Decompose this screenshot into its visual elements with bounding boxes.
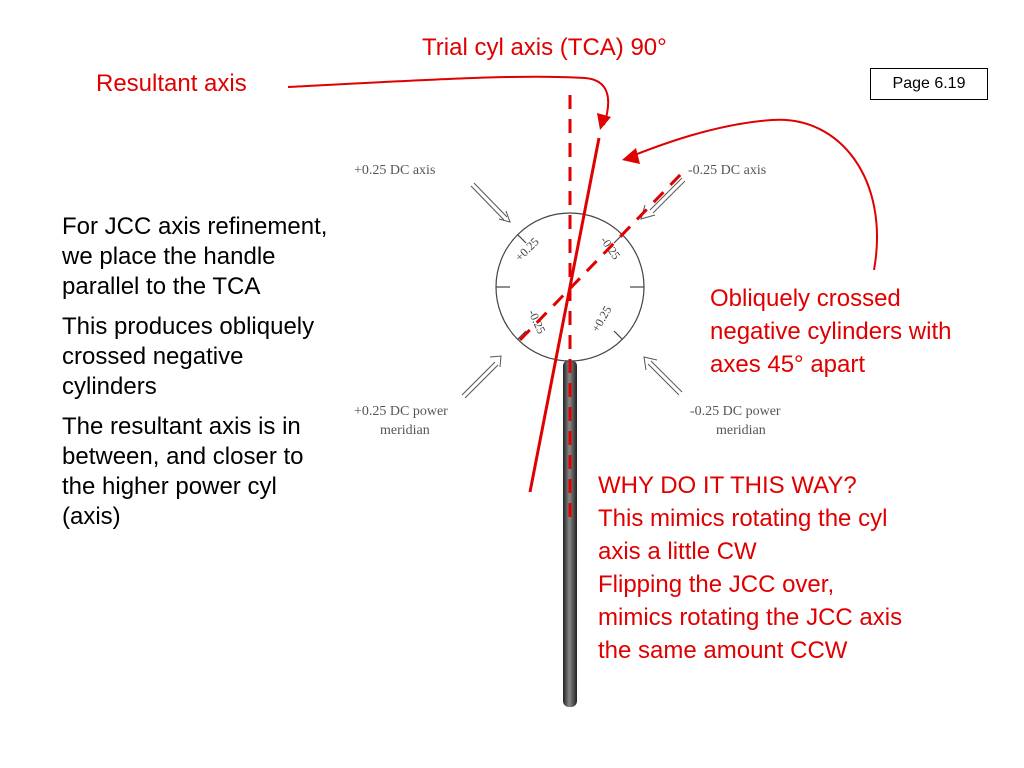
oblique-label: Obliquely crossed negative cylinders wit… — [710, 282, 951, 381]
arrow-plus-power — [461, 355, 502, 399]
why-this-way-text: WHY DO IT THIS WAY? This mimics rotating… — [598, 469, 902, 667]
label-minus-dc-power: -0.25 DC power — [690, 404, 781, 419]
oblique-arrowhead — [622, 148, 640, 164]
oblique-label-line-2: negative cylinders with — [710, 318, 952, 345]
resultant-axis-label: Resultant axis — [96, 70, 247, 97]
label-minus-dc-power-meridian: meridian — [716, 423, 766, 438]
why-line-4: Flipping the JCC over, — [598, 571, 835, 598]
page-number-box: Page 6.19 — [870, 68, 988, 100]
jcc-handle — [563, 360, 577, 707]
why-line-6: the same amount CCW — [598, 637, 848, 664]
label-minus-dc-axis: -0.25 DC axis — [688, 163, 766, 178]
oblique-label-line-1: Obliquely crossed — [710, 285, 901, 312]
resultant-axis-arrowhead — [597, 113, 611, 130]
resultant-axis-pointer — [287, 75, 610, 126]
arrow-plus-axis — [470, 182, 511, 223]
explanation-text: For JCC axis refinement, we place the ha… — [62, 212, 342, 542]
explanation-paragraph-2: This produces obliquely crossed negative… — [62, 313, 315, 400]
arrow-minus-power — [643, 356, 683, 396]
label-plus-dc-power: +0.25 DC power — [354, 404, 448, 419]
why-line-1: WHY DO IT THIS WAY? — [598, 472, 857, 499]
oblique-label-line-3: axes 45° apart — [710, 351, 866, 378]
resultant-axis-line — [528, 137, 601, 493]
oblique-dashed-line — [518, 170, 685, 342]
why-line-3: axis a little CW — [598, 538, 757, 565]
arrow-minus-axis — [640, 177, 686, 220]
label-plus-dc-power-meridian: meridian — [380, 423, 430, 438]
explanation-paragraph-1: For JCC axis refinement, we place the ha… — [62, 213, 328, 300]
why-line-5: mimics rotating the JCC axis — [598, 604, 903, 631]
oblique-pointer — [631, 118, 878, 271]
trial-axis-label: Trial cyl axis (TCA) 90° — [422, 34, 667, 61]
why-line-2: This mimics rotating the cyl — [598, 505, 888, 532]
explanation-paragraph-3: The resultant axis is in between, and cl… — [62, 413, 304, 530]
label-plus-dc-axis: +0.25 DC axis — [354, 163, 435, 178]
